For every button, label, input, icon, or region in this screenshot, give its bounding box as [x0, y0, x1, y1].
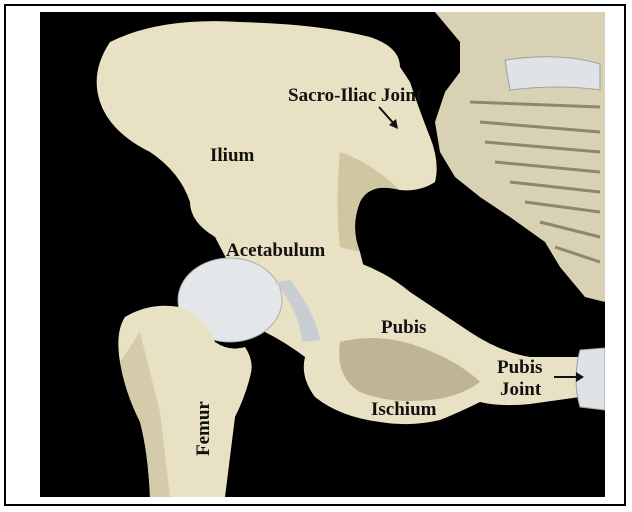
pelvis-illustration: Sacro-Iliac Joint Ilium Acetabulum Pubis…	[40, 12, 605, 497]
label-pubis: Pubis	[381, 318, 426, 339]
label-acetabulum: Acetabulum	[226, 241, 325, 262]
label-femur: Femur	[194, 401, 215, 456]
label-ilium: Ilium	[210, 146, 254, 167]
sacro-iliac-arrow	[376, 104, 402, 132]
label-sacro-iliac-joint: Sacro-Iliac Joint	[288, 86, 422, 107]
label-pubis-joint-line2: Joint	[500, 380, 541, 401]
intervertebral-disc	[505, 57, 600, 90]
label-pubis-joint-line1: Pubis	[497, 358, 542, 379]
pubis-joint-arrow	[552, 370, 586, 384]
label-ischium: Ischium	[371, 400, 436, 421]
